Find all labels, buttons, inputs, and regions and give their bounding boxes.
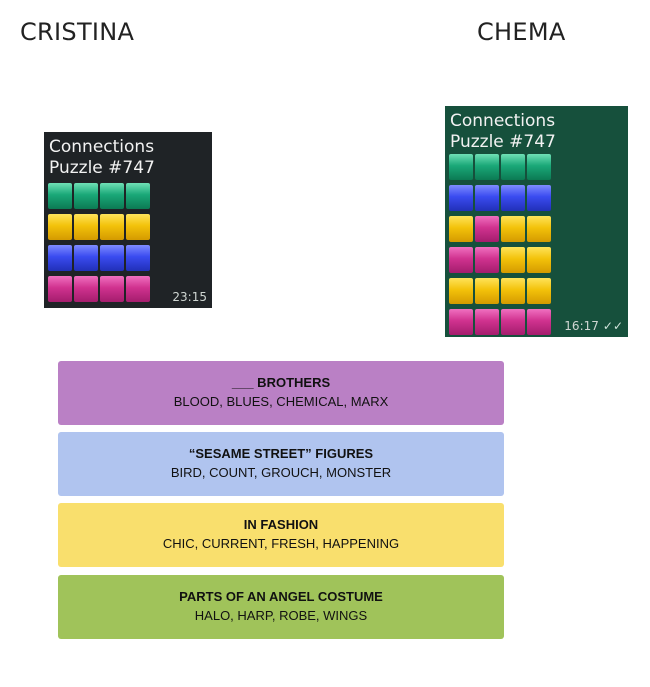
green-square-icon: [527, 154, 551, 180]
message-time: 23:15: [172, 290, 207, 304]
group-words: HALO, HARP, ROBE, WINGS: [194, 608, 368, 623]
purple-square-icon: [449, 309, 473, 335]
emoji-grid: [48, 183, 152, 307]
yellow-square-icon: [48, 214, 72, 240]
yellow-square-icon: [527, 216, 551, 242]
blue-square-icon: [74, 245, 98, 271]
yellow-square-icon: [501, 278, 525, 304]
purple-square-icon: [475, 247, 499, 273]
purple-square-icon: [100, 276, 124, 302]
purple-square-icon: [449, 247, 473, 273]
green-square-icon: [126, 183, 150, 209]
group-words: BLOOD, BLUES, CHEMICAL, MARX: [173, 394, 389, 409]
group-title: “SESAME STREET” FIGURES: [188, 446, 374, 461]
purple-square-icon: [527, 309, 551, 335]
group-words: BIRD, COUNT, GROUCH, MONSTER: [170, 465, 392, 480]
message-time: 16:17: [564, 319, 599, 333]
card-title: Connections Puzzle #747: [450, 111, 556, 153]
green-square-icon: [501, 154, 525, 180]
grid-row: [48, 276, 152, 302]
green-square-icon: [449, 154, 473, 180]
green-square-icon: [48, 183, 72, 209]
grid-row: [449, 247, 553, 273]
green-square-icon: [475, 154, 499, 180]
blue-square-icon: [475, 185, 499, 211]
blue-square-icon: [48, 245, 72, 271]
group-brothers: ___ BROTHERS BLOOD, BLUES, CHEMICAL, MAR…: [58, 361, 504, 425]
group-sesame-street: “SESAME STREET” FIGURES BIRD, COUNT, GRO…: [58, 432, 504, 496]
grid-row: [449, 185, 553, 211]
yellow-square-icon: [126, 214, 150, 240]
grid-row: [48, 245, 152, 271]
grid-row: [449, 309, 553, 335]
card-title-line1: Connections: [450, 111, 556, 131]
grid-row: [48, 183, 152, 209]
player-name-chema: CHEMA: [477, 18, 566, 46]
purple-square-icon: [501, 309, 525, 335]
player-name-cristina: CRISTINA: [20, 18, 135, 46]
group-title: ___ BROTHERS: [231, 375, 331, 390]
purple-square-icon: [48, 276, 72, 302]
group-words: CHIC, CURRENT, FRESH, HAPPENING: [162, 536, 400, 551]
yellow-square-icon: [527, 247, 551, 273]
green-square-icon: [100, 183, 124, 209]
yellow-square-icon: [475, 278, 499, 304]
purple-square-icon: [74, 276, 98, 302]
grid-row: [449, 154, 553, 180]
emoji-grid: [449, 154, 553, 340]
grid-row: [449, 278, 553, 304]
result-card-chema[interactable]: Connections Puzzle #747 16:17✓✓: [445, 106, 628, 337]
blue-square-icon: [126, 245, 150, 271]
group-in-fashion: IN FASHION CHIC, CURRENT, FRESH, HAPPENI…: [58, 503, 504, 567]
card-title-line1: Connections: [49, 137, 155, 157]
group-angel-costume: PARTS OF AN ANGEL COSTUME HALO, HARP, RO…: [58, 575, 504, 639]
green-square-icon: [74, 183, 98, 209]
yellow-square-icon: [449, 278, 473, 304]
card-title-line2: Puzzle #747: [450, 132, 556, 152]
blue-square-icon: [527, 185, 551, 211]
blue-square-icon: [501, 185, 525, 211]
yellow-square-icon: [100, 214, 124, 240]
yellow-square-icon: [501, 216, 525, 242]
group-title: IN FASHION: [243, 517, 319, 532]
card-title: Connections Puzzle #747: [49, 137, 155, 179]
message-time-status: 16:17✓✓: [564, 319, 623, 333]
yellow-square-icon: [501, 247, 525, 273]
grid-row: [449, 216, 553, 242]
card-title-line2: Puzzle #747: [49, 158, 155, 178]
read-receipt-icon: ✓✓: [602, 319, 623, 333]
yellow-square-icon: [449, 216, 473, 242]
yellow-square-icon: [74, 214, 98, 240]
purple-square-icon: [475, 309, 499, 335]
blue-square-icon: [449, 185, 473, 211]
group-title: PARTS OF AN ANGEL COSTUME: [179, 589, 383, 604]
purple-square-icon: [475, 216, 499, 242]
grid-row: [48, 214, 152, 240]
result-card-cristina[interactable]: Connections Puzzle #747 23:15: [44, 132, 212, 308]
purple-square-icon: [126, 276, 150, 302]
blue-square-icon: [100, 245, 124, 271]
yellow-square-icon: [527, 278, 551, 304]
